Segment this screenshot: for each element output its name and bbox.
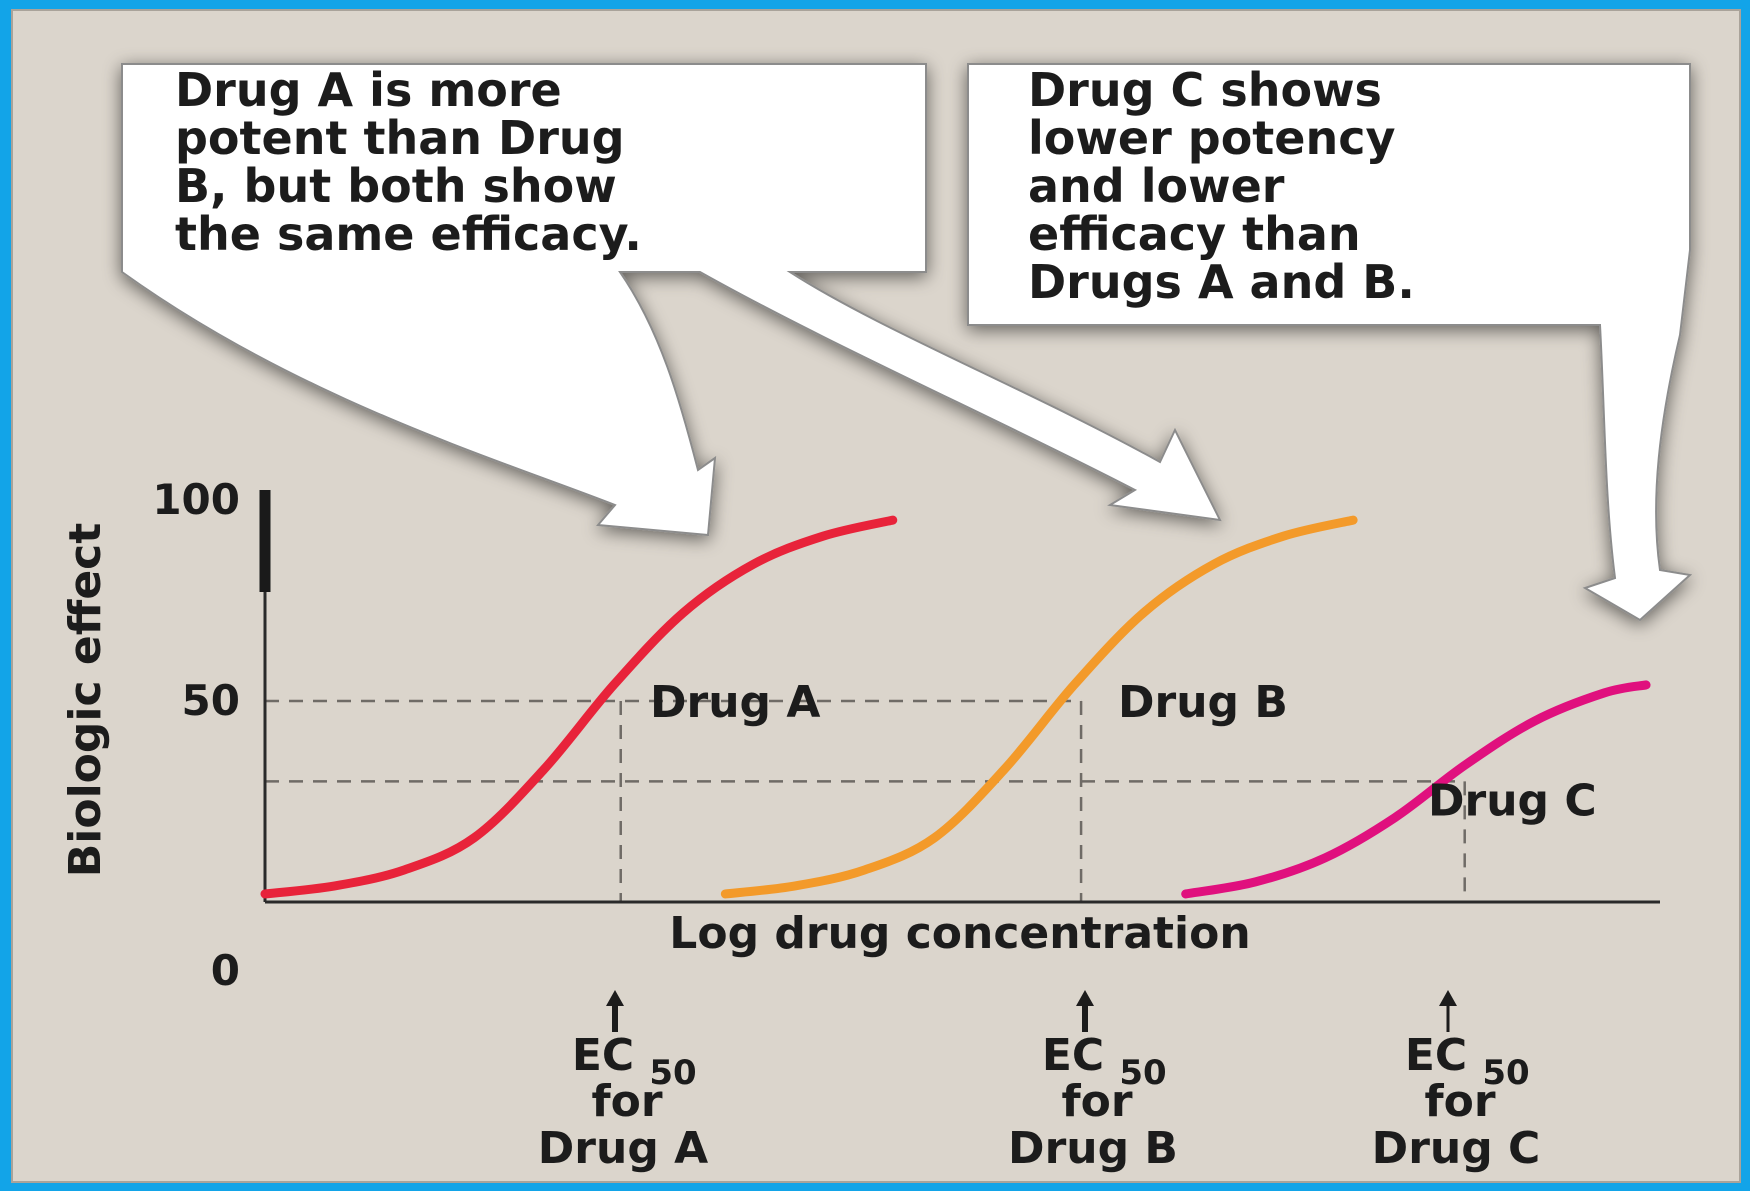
ec50-label-sub-2: 50	[1119, 1053, 1166, 1093]
callout-right-line-4: efficacy than	[1028, 207, 1361, 261]
callout-left-line-2: potent than Drug	[175, 111, 625, 165]
callout-right-line-1: Drug C shows	[1028, 63, 1382, 117]
series-curve-3	[1181, 680, 1651, 899]
ec50-label-for-1: for	[591, 1076, 662, 1127]
series-label-2: Drug B	[1118, 677, 1288, 728]
callout-left	[121, 63, 1222, 537]
axes	[259, 490, 1660, 904]
callout-right-line-2: lower potency	[1028, 111, 1395, 165]
x-axis-title: Log drug concentration	[669, 908, 1250, 959]
ec50-arrow-head-1	[606, 990, 624, 1006]
y-tick-labels: 0 50 100	[152, 475, 240, 995]
ec50-label-sub-1: 50	[649, 1053, 696, 1093]
series-label-3: Drug C	[1428, 775, 1597, 826]
series-labels: Drug A Drug B Drug C	[650, 677, 1597, 826]
series-curve-1	[260, 515, 898, 899]
ec50-label-drug-2: Drug B	[1008, 1123, 1178, 1174]
series-curve-2	[720, 515, 1358, 899]
series-layer	[260, 515, 1651, 899]
ec50-label-for-3: for	[1424, 1076, 1495, 1127]
callout-right-line-3: and lower	[1028, 159, 1285, 213]
ec50-label-main-3: EC	[1405, 1030, 1467, 1081]
callout-right-line-5: Drugs A and B.	[1028, 255, 1415, 309]
callout-right-text: Drug C shows lower potency and lower eff…	[1028, 63, 1415, 309]
ec50-label-drug-1: Drug A	[538, 1123, 708, 1174]
callout-right-shape	[967, 63, 1693, 622]
ec50-label-main-1: EC	[572, 1030, 634, 1081]
ec50-arrow-head-2	[1076, 990, 1094, 1006]
y-tick-label-50: 50	[182, 676, 240, 725]
callout-left-line-4: the same efficacy.	[175, 207, 642, 261]
y-tick-label-100: 100	[152, 475, 240, 524]
callout-left-line-1: Drug A is more	[175, 63, 562, 117]
ec50-label-for-2: for	[1061, 1076, 1132, 1127]
y-tick-label-0: 0	[211, 946, 240, 995]
y-axis-title: Biologic effect	[60, 523, 111, 878]
ec50-label-main-2: EC	[1042, 1030, 1104, 1081]
callout-right	[967, 63, 1693, 622]
series-label-1: Drug A	[650, 677, 820, 728]
ec50-arrow-head-3	[1439, 990, 1457, 1006]
reference-lines	[265, 699, 1466, 902]
callout-left-line-3: B, but both show	[175, 159, 617, 213]
ec50-label-drug-3: Drug C	[1372, 1123, 1541, 1174]
ec50-label-sub-3: 50	[1482, 1053, 1529, 1093]
callout-left-text: Drug A is more potent than Drug B, but b…	[175, 63, 642, 261]
callout-left-shape	[121, 63, 1222, 537]
